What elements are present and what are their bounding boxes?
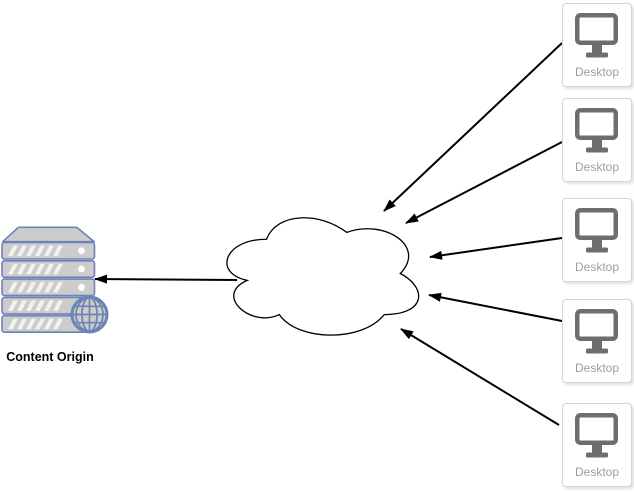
arrow-desktop4-to-cloud: [428, 292, 563, 322]
globe-icon: [70, 295, 109, 334]
desktop-monitor-icon: [575, 208, 618, 253]
arrow-desktop3-to-cloud: [429, 237, 563, 260]
arrow-desktop5-to-cloud: [400, 328, 560, 426]
arrow-desktop2-to-cloud: [405, 141, 563, 224]
desktop-label: Desktop: [574, 160, 620, 174]
server-stripes: [8, 245, 85, 330]
cloud-shape: [226, 217, 420, 336]
desktop-node-5: Desktop: [562, 403, 632, 487]
desktop-monitor-icon: [575, 13, 618, 58]
desktop-node-2: Desktop: [562, 98, 632, 182]
arrow-cloud-to-origin: [94, 274, 238, 284]
content-origin-node: [1, 226, 109, 334]
desktop-label: Desktop: [574, 465, 620, 479]
desktop-monitor-icon: [575, 108, 618, 153]
desktop-node-3: Desktop: [562, 198, 632, 282]
desktop-node-1: Desktop: [562, 3, 632, 87]
content-origin-label: Content Origin: [6, 350, 94, 364]
desktop-label: Desktop: [574, 65, 620, 79]
desktop-monitor-icon: [575, 413, 618, 458]
desktop-label: Desktop: [574, 260, 620, 274]
edges: [94, 42, 563, 426]
desktop-label: Desktop: [574, 361, 620, 375]
desktop-monitor-icon: [575, 309, 618, 354]
arrow-desktop1-to-cloud: [383, 42, 563, 212]
desktop-node-4: Desktop: [562, 299, 632, 383]
